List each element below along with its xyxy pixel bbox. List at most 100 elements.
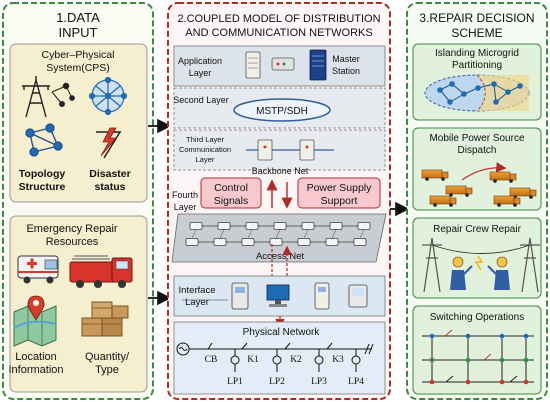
mstp-ring — [233, 98, 331, 122]
access-net-uplink — [275, 229, 281, 239]
quantity-label-line2: Type — [95, 364, 119, 376]
network-nodes-icon — [51, 82, 75, 107]
app-layer-line1: Application — [178, 56, 222, 66]
location-label-line1: Location — [15, 351, 57, 363]
microgrid-partition-icon — [424, 74, 530, 112]
truck-icon — [429, 195, 457, 207]
access-net-uplink — [191, 229, 197, 239]
control-signals-line2: Signals — [214, 195, 248, 207]
worker-icon — [422, 237, 540, 293]
k1-label: K1 — [247, 355, 259, 365]
second-layer-label: Second Layer — [173, 95, 229, 105]
lp4-label: LP4 — [348, 377, 364, 387]
access-net-uplink — [359, 229, 365, 239]
k2-label: K2 — [290, 355, 302, 365]
power-supply-line2: Support — [321, 195, 358, 207]
feeder-terminal-icon — [348, 284, 368, 308]
access-switch-icon — [297, 238, 311, 246]
lp2-label: LP2 — [269, 377, 285, 387]
col2-title-line2: AND COMMUNICATION NETWORKS — [185, 27, 372, 39]
quantity-label-line1: Quantity/ — [85, 351, 130, 363]
physical-network-label: Physical Network — [243, 327, 321, 338]
router-icon — [271, 57, 295, 71]
third-layer-line1: Third Layer — [186, 135, 224, 144]
access-switch-icon — [217, 222, 231, 230]
mobile-power-box — [412, 127, 542, 211]
backbone-router-right-icon — [299, 139, 315, 161]
access-switch-icon — [189, 222, 203, 230]
interface-layer-line1: Interface — [179, 285, 216, 296]
disaster-label-line1: Disaster — [89, 168, 130, 180]
backbone-router-left-icon — [257, 139, 273, 161]
access-switch-icon — [301, 222, 315, 230]
mobile-power-line2: Dispatch — [458, 145, 497, 156]
app-layer-line2: Layer — [189, 68, 212, 78]
repair-crew-label: Repair Crew Repair — [433, 224, 521, 235]
access-net-nodes — [185, 222, 371, 246]
truck-icon — [421, 169, 449, 181]
location-label-line2: Information — [8, 364, 63, 376]
mstp-label: MSTP/SDH — [256, 106, 308, 117]
fourth-layer-line1: Fourth — [172, 190, 198, 200]
repair-crew-box — [412, 217, 542, 299]
master-station-line1: Master — [332, 54, 360, 64]
computer-icon — [266, 284, 290, 307]
boxes-icon — [81, 301, 129, 337]
access-net-uplink — [331, 229, 337, 239]
backbone-net-label: Backbone Net — [252, 166, 309, 176]
power-supply-box — [297, 177, 381, 209]
fourth-layer-line2: Layer — [174, 202, 197, 212]
interface-layer-line2: Layer — [185, 297, 209, 308]
access-switch-icon — [241, 238, 255, 246]
access-switch-icon — [353, 238, 367, 246]
physical-network-schematic — [176, 342, 374, 372]
islanding-line2: Partitioning — [452, 60, 502, 71]
cps-title-line2: System(CPS) — [46, 62, 110, 74]
topology-graph-icon — [25, 123, 63, 157]
dispatch-arrow — [461, 162, 507, 181]
access-net-label: Access Net — [256, 251, 304, 262]
cps-title-line1: Cyber–Physical — [42, 49, 115, 61]
meter-device-icon — [314, 282, 330, 310]
master-station-line2: Station — [332, 66, 360, 76]
fire-truck-icon — [69, 255, 133, 288]
topology-label-line2: Structure — [19, 181, 66, 193]
terminal-unit-icon — [231, 282, 249, 310]
lp3-label: LP3 — [311, 377, 327, 387]
lp1-label: LP1 — [227, 377, 243, 387]
transmission-tower-icon — [22, 76, 50, 118]
access-net-uplink — [303, 229, 309, 239]
truck-icon — [445, 185, 473, 197]
mobile-power-line1: Mobile Power Source — [429, 133, 524, 144]
cb-label: CB — [205, 355, 218, 365]
control-signals-line1: Control — [214, 182, 248, 194]
disaster-label-line2: status — [95, 181, 126, 193]
access-switch-icon — [185, 238, 199, 246]
access-net-uplink — [219, 229, 225, 239]
switch-nodes — [429, 333, 529, 385]
mobile-power-trucks — [421, 169, 537, 207]
truck-icon — [493, 195, 521, 207]
col3-title-line1: 3.REPAIR DECISION — [419, 11, 534, 25]
master-station-server-icon — [309, 49, 327, 81]
third-layer-line2: Communication — [179, 145, 231, 154]
access-switch-icon — [245, 222, 259, 230]
map-pin-icon — [13, 295, 57, 347]
control-signals-box — [200, 177, 262, 209]
erm-title-line2: Resources — [46, 236, 99, 248]
server-icon — [245, 51, 261, 79]
third-layer-line3: Layer — [196, 155, 215, 164]
switching-box — [412, 305, 542, 395]
erm-title-line1: Emergency Repair — [26, 223, 117, 235]
col2-title-line1: 2.COUPLED MODEL OF DISTRIBUTION — [177, 13, 380, 25]
access-switch-icon — [325, 238, 339, 246]
access-switch-icon — [329, 222, 343, 230]
ambulance-icon — [17, 255, 59, 284]
access-switch-icon — [213, 238, 227, 246]
access-net-uplink — [247, 229, 253, 239]
switching-label: Switching Operations — [430, 312, 525, 323]
col1-title-line2: INPUT — [59, 25, 98, 40]
access-switch-icon — [357, 222, 371, 230]
